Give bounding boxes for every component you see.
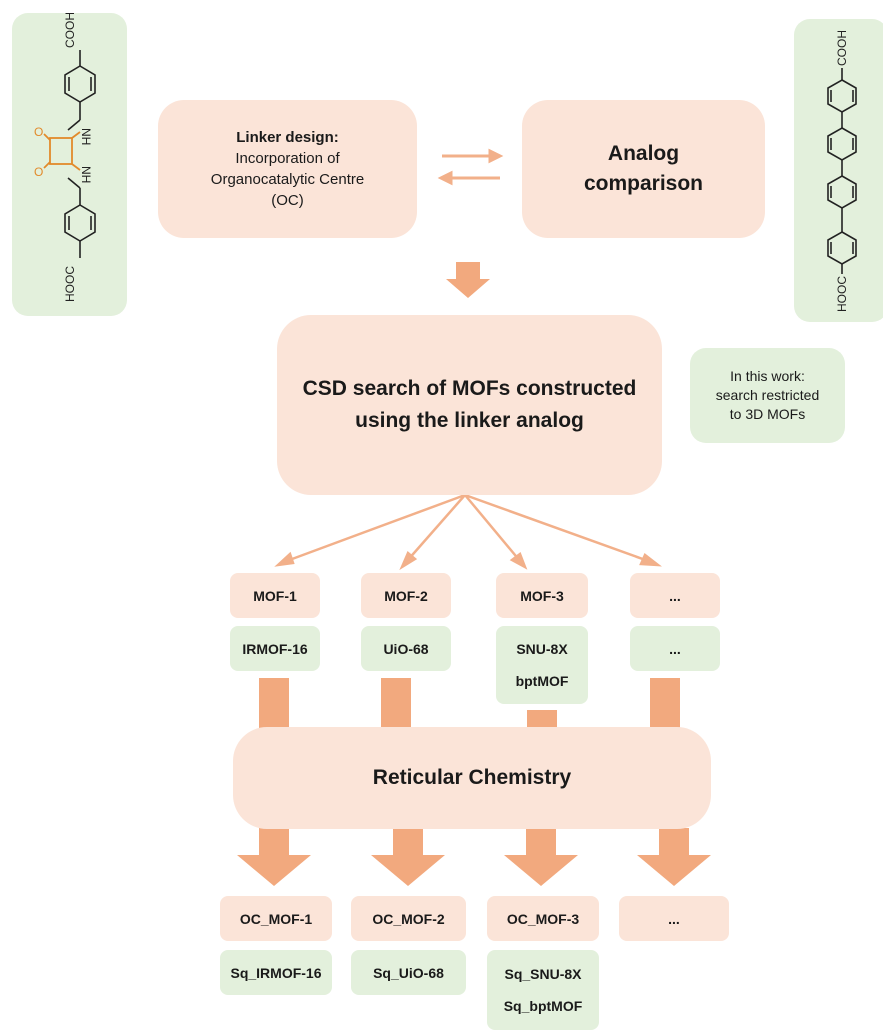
scope-note-box: In this work: search restricted to 3D MO… [690, 348, 845, 443]
svg-text:O: O [34, 165, 43, 179]
arrows-from-reticular [237, 828, 711, 886]
right-linker-bottom-group: HOOC [835, 276, 849, 312]
analog-mof-more: ... [630, 626, 720, 671]
analog-mof-3: SNU-8X bptMOF [496, 626, 588, 704]
sq-mof-3-a: Sq_SNU-8X [504, 966, 582, 982]
analog-mof-2: UiO-68 [361, 626, 451, 671]
reticular-chemistry-box: Reticular Chemistry [233, 727, 711, 829]
mof-more-label: ... [630, 573, 720, 618]
linker-design-line-3: (OC) [271, 192, 304, 209]
forward-arrowhead [488, 148, 504, 164]
oc-mof-3: OC_MOF-3 [487, 896, 599, 941]
analog-comparison-box: Analog comparison [522, 100, 765, 238]
right-linker-top-group: COOH [835, 30, 849, 66]
linker-design-title: Linker design: [236, 129, 339, 146]
equilibrium-arrows [437, 148, 504, 186]
right-linker-bonds [827, 68, 857, 274]
oc-mof-2: OC_MOF-2 [351, 896, 466, 941]
fan-arrows [274, 493, 662, 571]
csd-search-box: CSD search of MOFs constructed using the… [277, 315, 662, 495]
note-line-3: to 3D MOFs [729, 406, 806, 422]
right-linker-panel [794, 19, 883, 322]
analog-mof-3-b: bptMOF [515, 673, 569, 689]
reverse-arrowhead [437, 170, 453, 186]
squaramide-core [43, 131, 81, 171]
left-linker-amine-1: NH [79, 128, 93, 145]
mof-2-label: MOF-2 [361, 573, 451, 618]
reticular-label: Reticular Chemistry [372, 766, 572, 789]
linker-design-box: Linker design: Incorporation of Organoca… [158, 100, 417, 238]
linker-design-line-2: Organocatalytic Centre [210, 171, 365, 188]
sq-mof-3: Sq_SNU-8X Sq_bptMOF [487, 950, 599, 1030]
left-linker-amine-2: NH [79, 166, 93, 183]
analog-mof-3-a: SNU-8X [516, 641, 568, 657]
csd-line-2: using the linker analog [355, 409, 584, 432]
left-linker-top-group: COOH [63, 12, 77, 48]
sq-mof-2: Sq_UiO-68 [351, 950, 466, 995]
left-linker-bottom-group: HOOC [63, 266, 77, 302]
analog-line-1: Analog [607, 142, 680, 165]
left-linker-bonds [64, 50, 96, 258]
oc-mof-1: OC_MOF-1 [220, 896, 332, 941]
note-line-1: In this work: [730, 368, 805, 384]
sq-mof-3-b: Sq_bptMOF [503, 998, 583, 1014]
linker-design-line-1: Incorporation of [235, 150, 340, 167]
note-line-2: search restricted [715, 387, 820, 403]
squaramide-labels: O O [34, 125, 43, 179]
svg-text:O: O [34, 125, 43, 139]
sq-mof-1: Sq_IRMOF-16 [220, 950, 332, 995]
mof-1-label: MOF-1 [230, 573, 320, 618]
mof-3-label: MOF-3 [496, 573, 588, 618]
oc-mof-more: ... [619, 896, 729, 941]
analog-line-2: comparison [583, 172, 704, 195]
analog-mof-1: IRMOF-16 [230, 626, 320, 671]
stems-to-reticular [259, 678, 680, 730]
down-arrow-main [446, 262, 490, 298]
csd-line-1: CSD search of MOFs constructed [302, 377, 637, 400]
